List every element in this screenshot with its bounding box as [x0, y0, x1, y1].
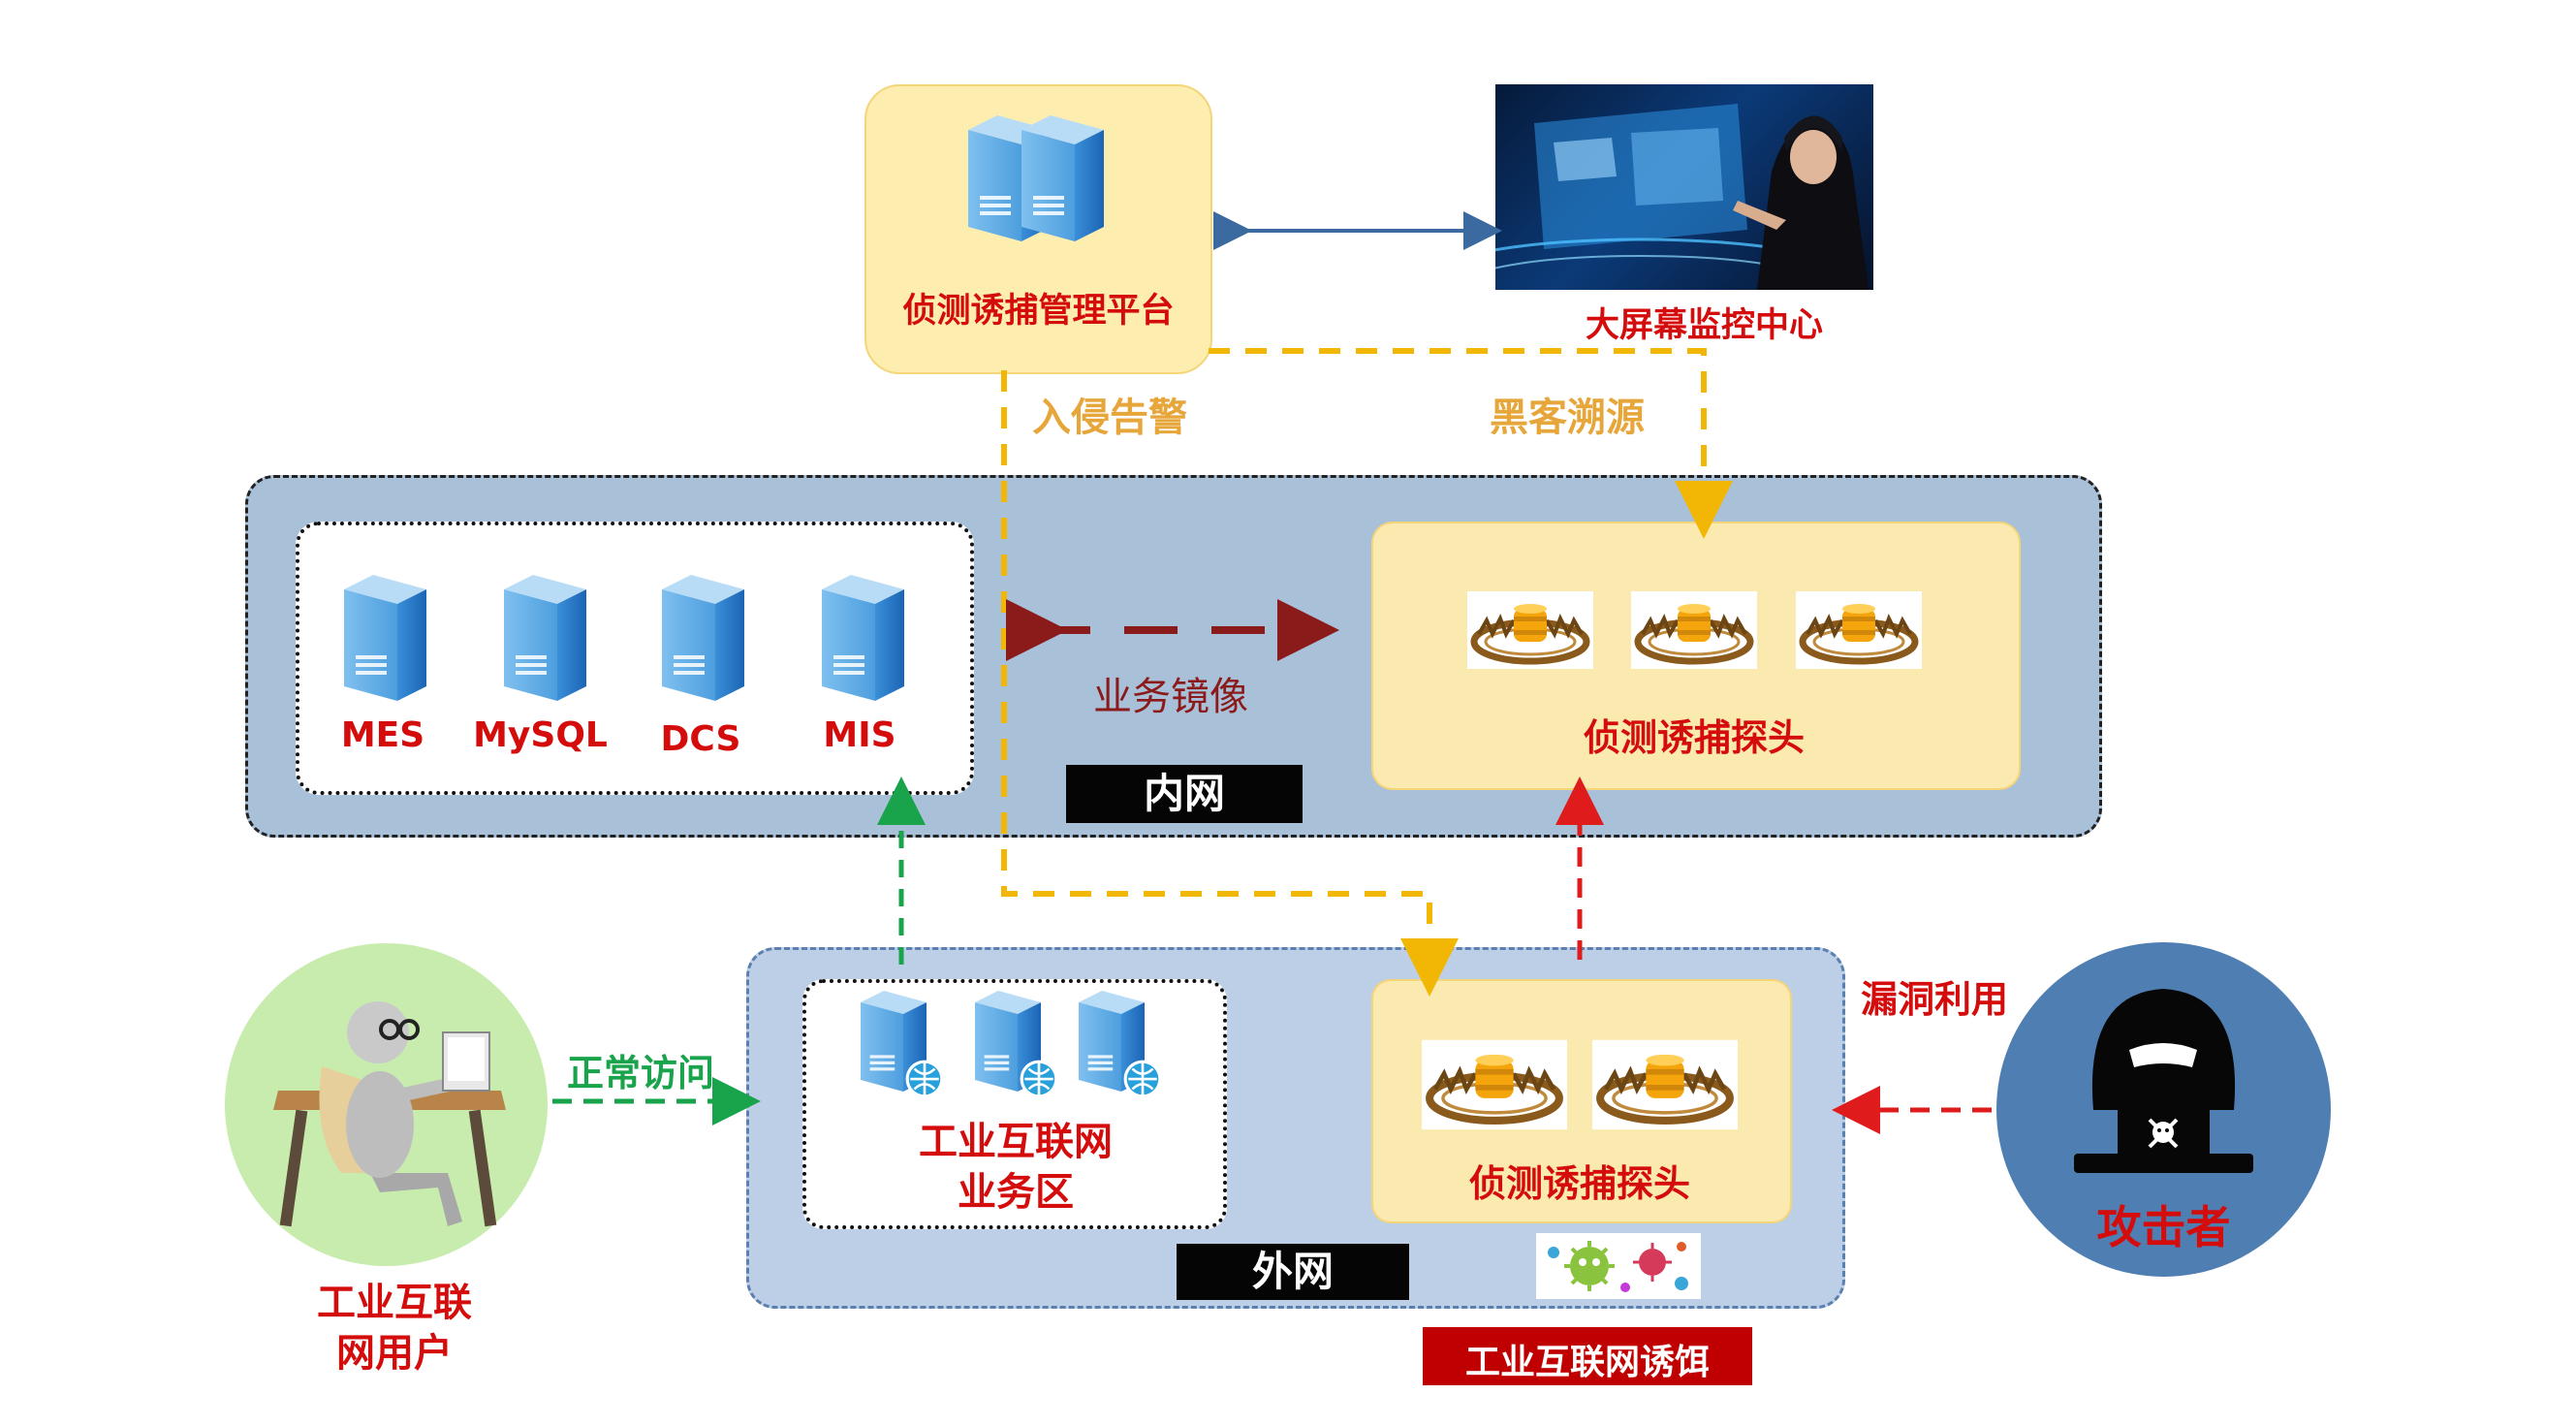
intranet-tag: 内网	[1066, 765, 1303, 823]
bait-label: 工业互联网诱饵	[1464, 1343, 1710, 1382]
hacker-trace-link	[1209, 348, 1733, 539]
extranet-tag: 外网	[1177, 1244, 1409, 1300]
bait-tag	[1423, 1327, 1752, 1385]
intrusion-alert-link	[1001, 370, 1459, 997]
business-mirror-label: 业务镜像	[1093, 675, 1248, 719]
server-label-mes: MES	[340, 715, 425, 755]
user-label: 工业互联 网用户	[317, 1281, 472, 1376]
attacker-label: 攻击者	[2096, 1201, 2231, 1253]
platform-label: 侦测诱捕管理平台	[902, 292, 1175, 331]
management-platform-node[interactable]: 侦测诱捕管理平台	[864, 84, 1212, 374]
office-user-icon	[273, 1001, 506, 1227]
intranet-probe-label: 侦测诱捕探头	[1583, 716, 1805, 759]
business-zone-label: 工业互联网 业务区	[919, 1120, 1113, 1215]
virus-icon	[1536, 1233, 1701, 1299]
extranet-probe-label: 侦测诱捕探头	[1468, 1162, 1690, 1205]
monitor-screen-image	[1495, 84, 1873, 290]
exploit-label: 漏洞利用	[1861, 978, 2009, 1021]
normal-access-label: 正常访问	[567, 1052, 715, 1094]
hacker-trace-label: 黑客溯源	[1490, 396, 1645, 440]
server-label-mysql: MySQL	[473, 715, 608, 755]
hacker-icon	[2074, 989, 2253, 1173]
monitor-label: 大屏幕监控中心	[1586, 306, 1824, 345]
server-label-dcs: DCS	[660, 719, 741, 759]
intrusion-alert-label: 入侵告警	[1032, 396, 1187, 440]
server-label-mis: MIS	[823, 715, 896, 755]
